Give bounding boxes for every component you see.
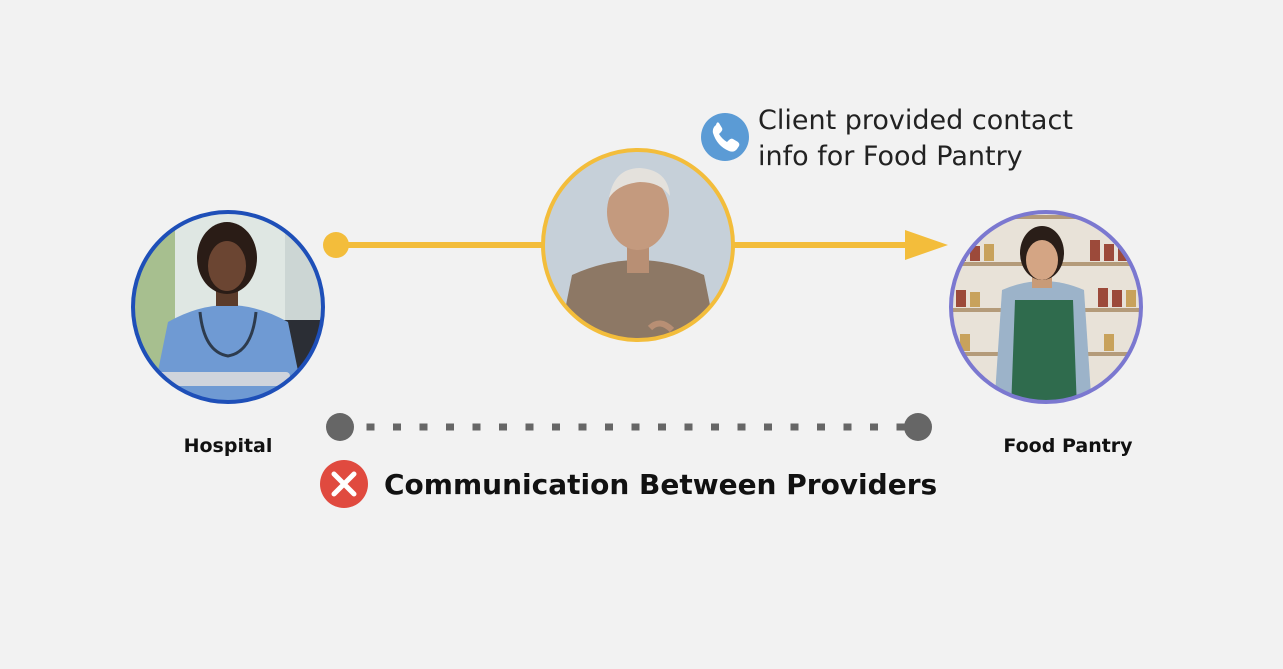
contact-callout: Client provided contact info for Food Pa…	[701, 105, 1073, 172]
link-start-dot	[326, 413, 354, 441]
phone-handset-glyph	[712, 122, 740, 152]
food-pantry-volunteer-photo	[951, 212, 1141, 402]
link-end-dot	[904, 413, 932, 441]
client-node[interactable]	[540, 148, 740, 348]
x-mark-glyph	[331, 471, 357, 497]
communication-status-label: Communication Between Providers	[384, 468, 937, 501]
referral-arrowhead	[905, 230, 948, 260]
food-pantry-node[interactable]	[948, 210, 1148, 410]
food-pantry-label: Food Pantry	[1003, 435, 1133, 457]
communication-status: Communication Between Providers	[320, 460, 937, 508]
hospital-node[interactable]	[130, 210, 330, 410]
callout-line-1: Client provided contact	[758, 105, 1073, 136]
phone-icon	[701, 113, 749, 161]
provider-communication-link	[326, 413, 932, 441]
hospital-label: Hospital	[184, 435, 273, 457]
referral-arrow-start-dot	[323, 232, 349, 258]
callout-line-2: info for Food Pantry	[758, 141, 1023, 172]
client-photo	[543, 150, 733, 340]
